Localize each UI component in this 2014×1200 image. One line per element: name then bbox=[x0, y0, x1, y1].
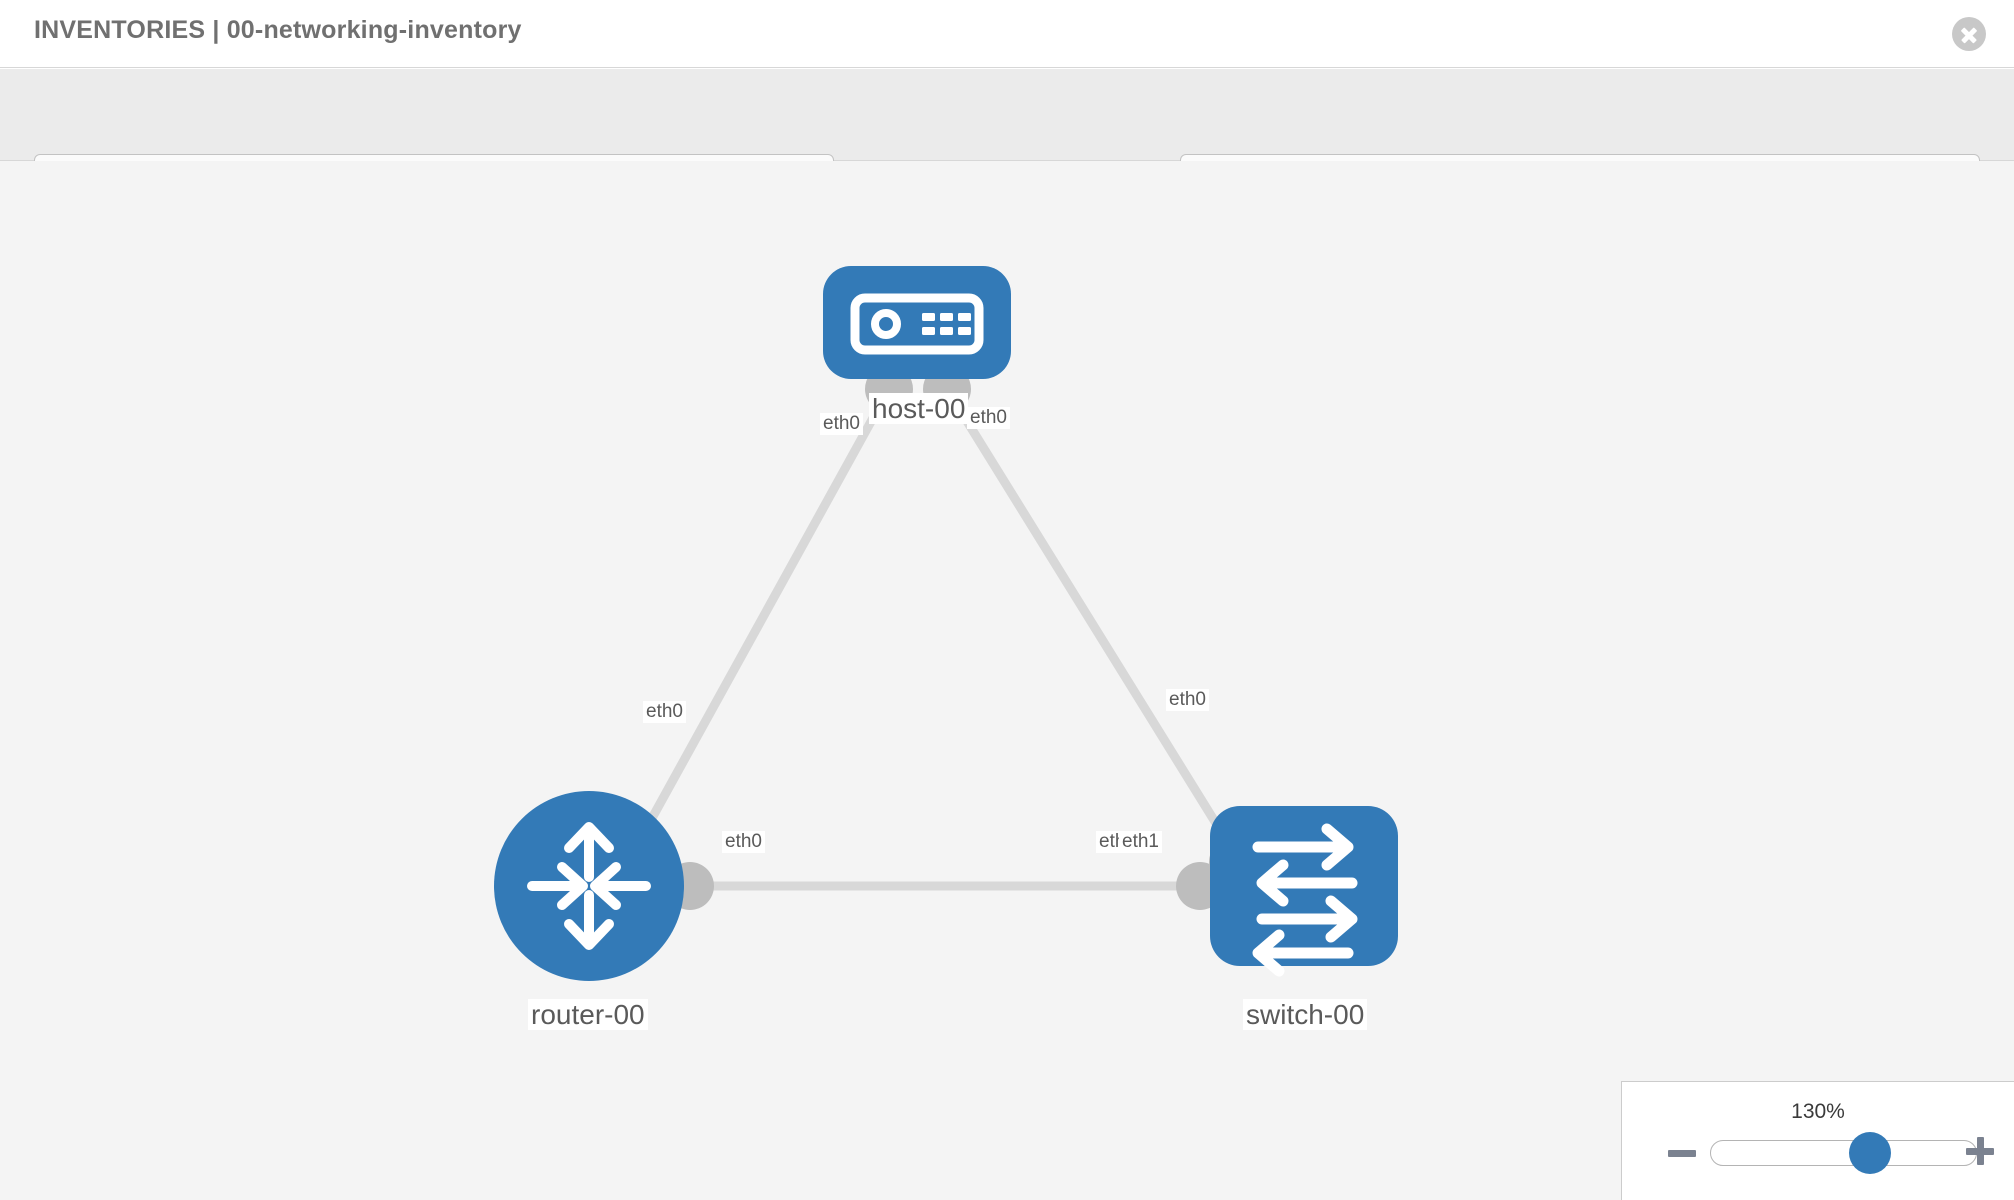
zoom-percent-label: 130% bbox=[1791, 1100, 1845, 1123]
plus-icon[interactable] bbox=[1966, 1137, 1994, 1165]
iface-label-host-right: eth0 bbox=[967, 407, 1010, 429]
minus-icon[interactable] bbox=[1668, 1139, 1696, 1167]
page-header: INVENTORIES | 00-networking-inventory bbox=[0, 0, 2014, 68]
node-label-switch-00: switch-00 bbox=[1243, 999, 1368, 1031]
plus-icon-bar-v bbox=[1976, 1137, 1984, 1165]
node-router-00[interactable] bbox=[494, 791, 684, 981]
zoom-control: 130% bbox=[1621, 1081, 2014, 1200]
switch-arrows-icon bbox=[1252, 823, 1358, 977]
iface-label-switch-up: eth0 bbox=[1166, 689, 1209, 711]
minus-icon-bar bbox=[1668, 1150, 1696, 1157]
topology-svg bbox=[494, 266, 1398, 981]
page-title: INVENTORIES | 00-networking-inventory bbox=[34, 16, 522, 44]
zoom-slider-thumb[interactable] bbox=[1849, 1132, 1892, 1174]
node-switch-00[interactable] bbox=[1210, 806, 1398, 977]
toolbar: ACTIONS SEARC bbox=[0, 69, 2014, 206]
server-icon bbox=[850, 293, 984, 355]
node-label-router-00: router-00 bbox=[528, 999, 648, 1031]
router-arrows-icon bbox=[527, 822, 651, 950]
edge-layer bbox=[620, 384, 1248, 891]
zoom-slider-track[interactable] bbox=[1710, 1140, 1977, 1166]
iface-label-switch-left: eth1 bbox=[1119, 831, 1162, 853]
close-icon[interactable] bbox=[1952, 17, 1986, 51]
node-label-host-00: host-00 bbox=[869, 393, 969, 425]
topology-canvas[interactable]: host-00 router-00 switch-00 eth0 eth0 et… bbox=[0, 161, 2014, 1200]
edge-host-router[interactable] bbox=[620, 384, 894, 872]
edge-host-switch[interactable] bbox=[942, 384, 1248, 872]
iface-label-host-left: eth0 bbox=[820, 413, 863, 435]
node-host-00[interactable] bbox=[823, 266, 1011, 379]
iface-label-router-right: eth0 bbox=[722, 831, 765, 853]
iface-label-router-up: eth0 bbox=[643, 701, 686, 723]
